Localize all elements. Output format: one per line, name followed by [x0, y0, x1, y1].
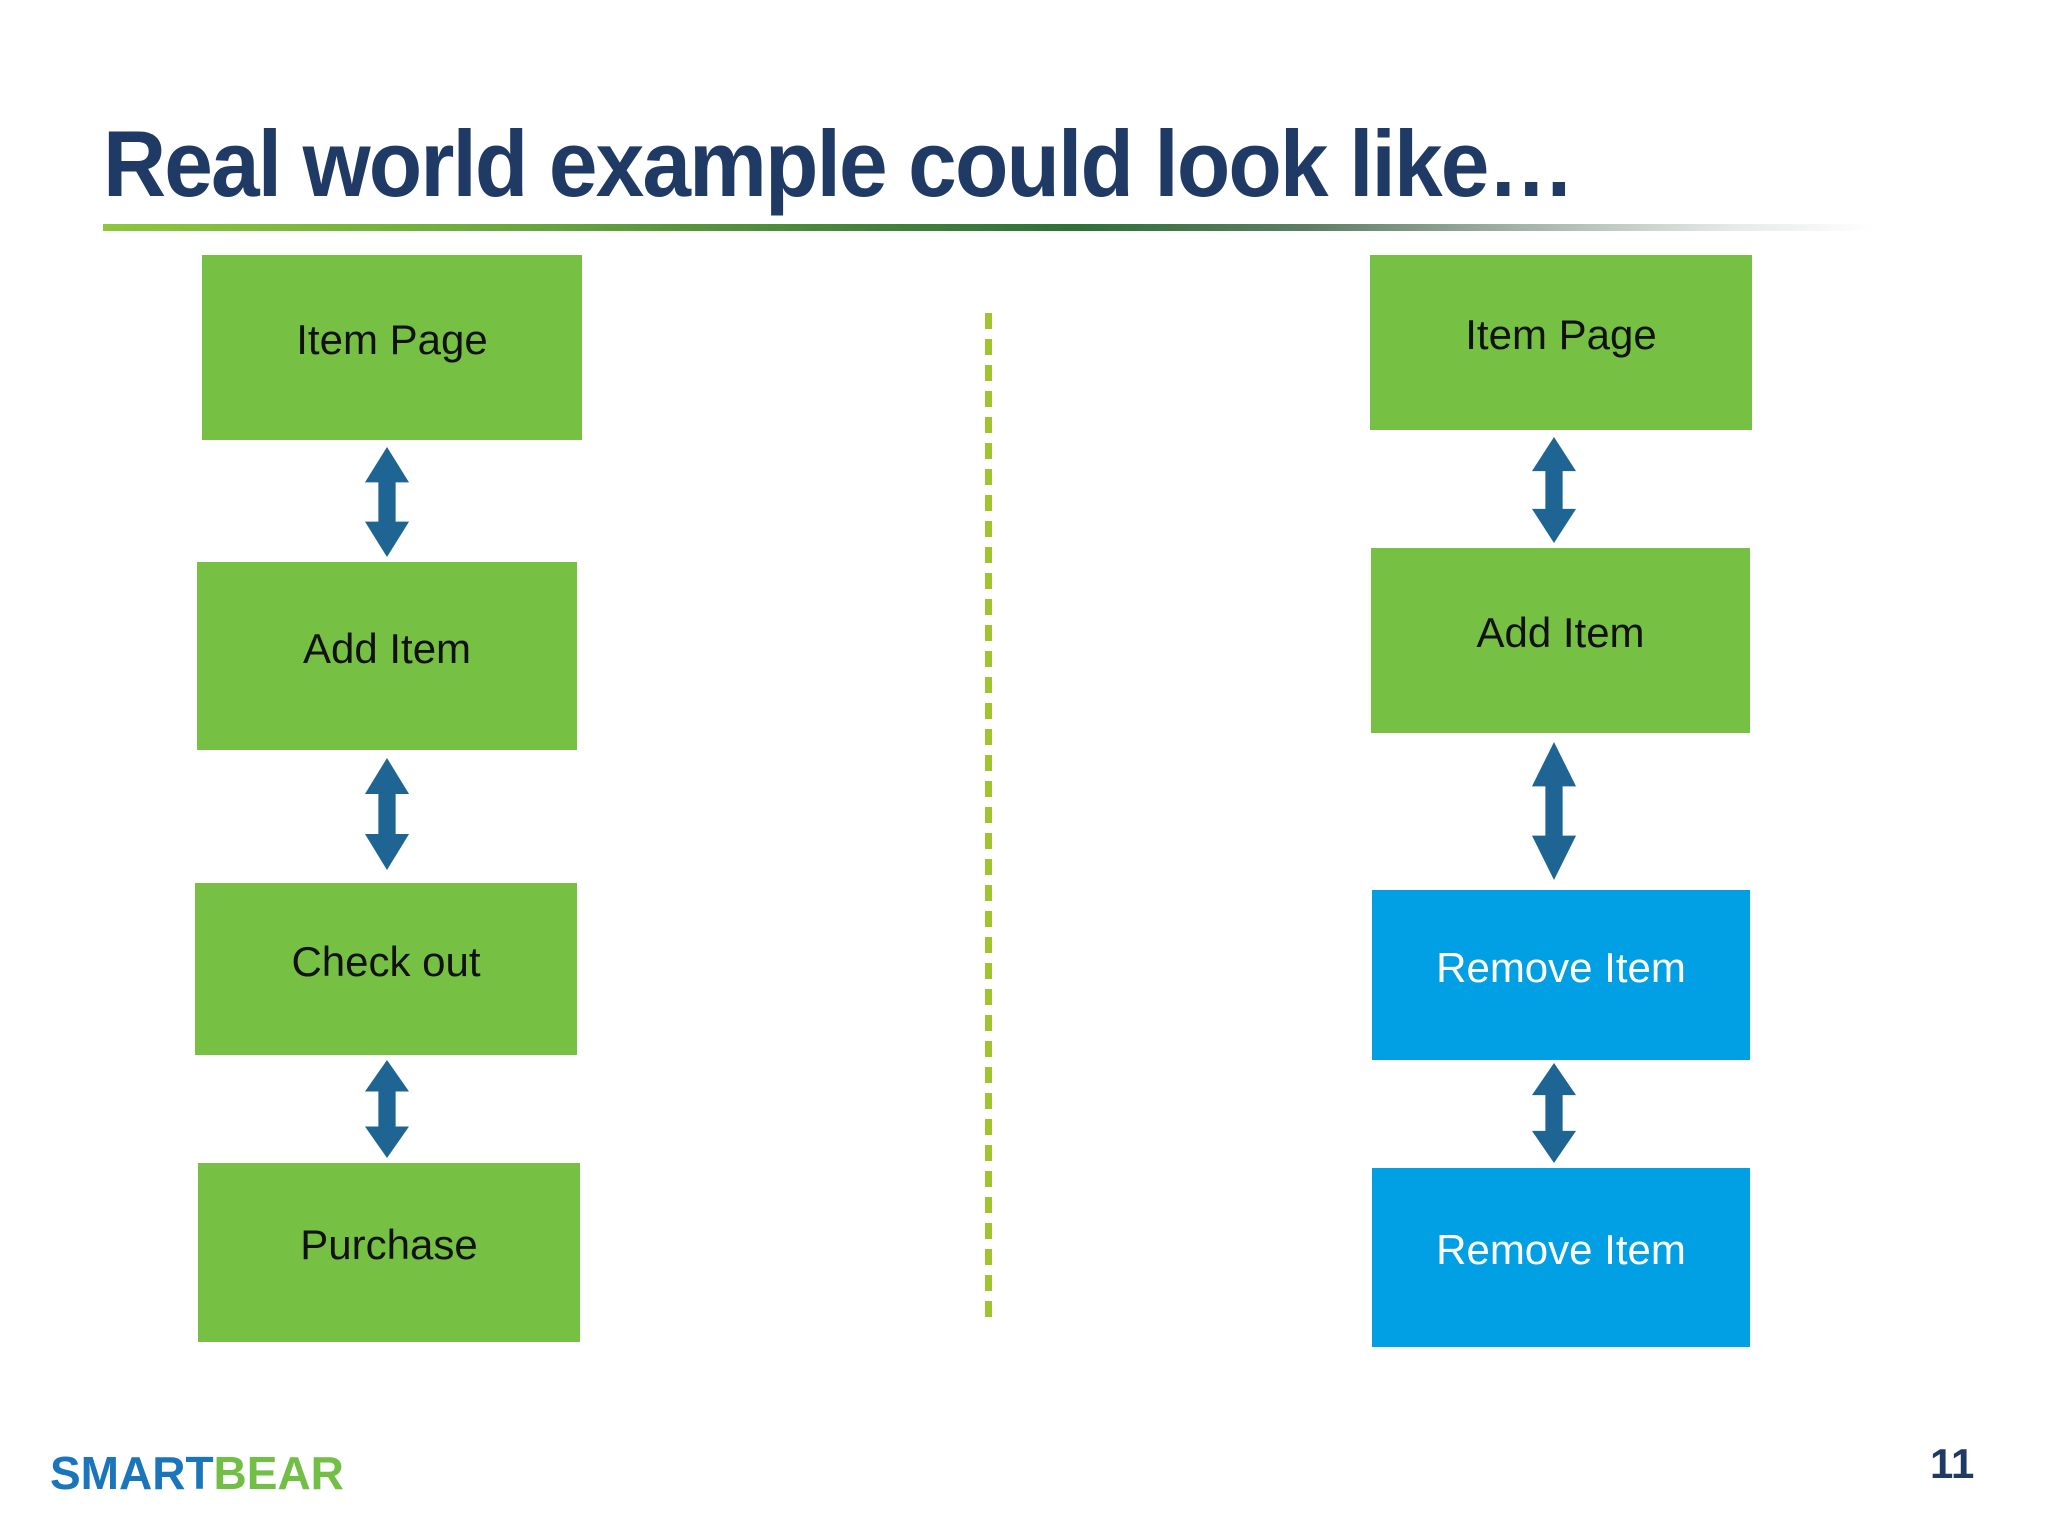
- smartbear-logo: SMARTBEAR: [50, 1446, 344, 1500]
- flow-step-item-page-right: Item Page: [1370, 255, 1752, 430]
- smartbear-logo-bear: BEAR: [213, 1447, 344, 1499]
- double-arrow-icon: [1531, 1063, 1577, 1163]
- double-arrow-icon: [1531, 742, 1577, 880]
- smartbear-logo-smart: SMART: [50, 1447, 214, 1499]
- flow-step-remove-item-1: Remove Item: [1372, 890, 1750, 1060]
- flow-step-add-item-right: Add Item: [1371, 548, 1750, 733]
- double-arrow-icon: [364, 1060, 410, 1158]
- flow-step-add-item-left: Add Item: [197, 562, 577, 750]
- flow-step-check-out: Check out: [195, 883, 577, 1055]
- flow-step-remove-item-2: Remove Item: [1372, 1168, 1750, 1347]
- flow-step-purchase: Purchase: [198, 1163, 580, 1342]
- flow-step-item-page-left: Item Page: [202, 255, 582, 440]
- title-underline: [103, 224, 1875, 231]
- page-title: Real world example could look like…: [103, 111, 1575, 216]
- double-arrow-icon: [364, 758, 410, 870]
- double-arrow-icon: [1531, 437, 1577, 543]
- page-number: 11: [1930, 1440, 1975, 1487]
- double-arrow-icon: [364, 447, 410, 557]
- dashed-divider: [985, 313, 992, 1326]
